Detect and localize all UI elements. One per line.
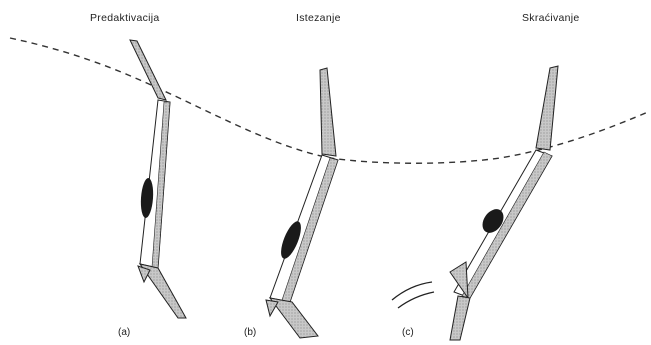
panel-label-a: (a) bbox=[118, 327, 130, 338]
leg-figure-c bbox=[392, 66, 558, 340]
heel-b bbox=[266, 300, 278, 316]
leg-figure-b bbox=[266, 68, 338, 338]
ground-contact-arc-icon-inner bbox=[398, 292, 434, 308]
leg-figure-a bbox=[130, 40, 186, 318]
ground-contact-arc-icon-outer bbox=[392, 282, 432, 300]
thigh-segment-b bbox=[320, 68, 336, 156]
shank-muscle-strip-c bbox=[462, 152, 552, 298]
thigh-segment-a bbox=[130, 40, 166, 100]
panel-label-b: (b) bbox=[244, 327, 256, 338]
foot-segment-c bbox=[450, 296, 470, 340]
thigh-segment-c bbox=[536, 66, 558, 150]
panel-label-c: (c) bbox=[402, 327, 414, 338]
